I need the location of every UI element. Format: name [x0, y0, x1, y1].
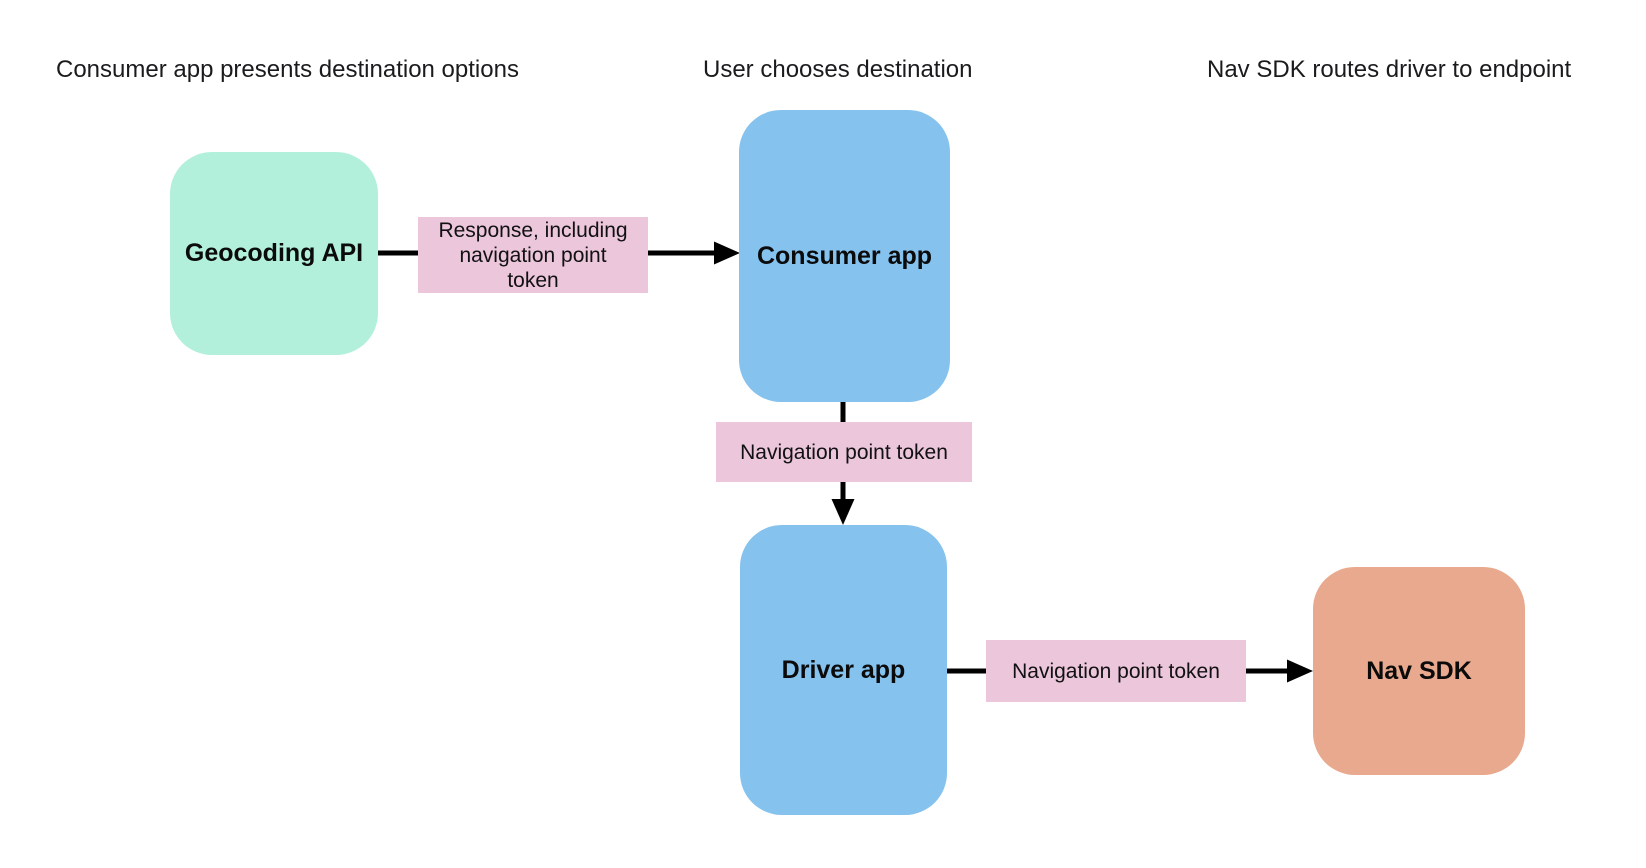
- edge-label-navigation-point-token-vertical: Navigation point token: [716, 422, 972, 482]
- node-driver-app: Driver app: [740, 525, 947, 815]
- step-header-navsdk-routes: Nav SDK routes driver to endpoint: [1207, 56, 1572, 83]
- step-header-user-chooses: User chooses destination: [703, 56, 973, 83]
- step-header-consumer-presents: Consumer app presents destination option…: [56, 56, 519, 83]
- edge-label-navigation-point-token-horizontal: Navigation point token: [986, 640, 1246, 702]
- node-geocoding-api: Geocoding API: [170, 152, 378, 355]
- node-consumer-app: Consumer app: [739, 110, 950, 402]
- edge-label-text: Response, including navigation point tok…: [438, 218, 628, 292]
- edge-label-text: Navigation point token: [740, 440, 948, 464]
- node-geocoding-api-label: Geocoding API: [184, 239, 364, 267]
- node-driver-app-label: Driver app: [781, 655, 906, 684]
- node-nav-sdk-label: Nav SDK: [1366, 656, 1472, 685]
- edge-label-text: Navigation point token: [1012, 659, 1220, 683]
- node-nav-sdk: Nav SDK: [1313, 567, 1525, 775]
- node-consumer-app-label: Consumer app: [756, 241, 933, 270]
- edge-label-response-including-token: Response, including navigation point tok…: [418, 217, 648, 293]
